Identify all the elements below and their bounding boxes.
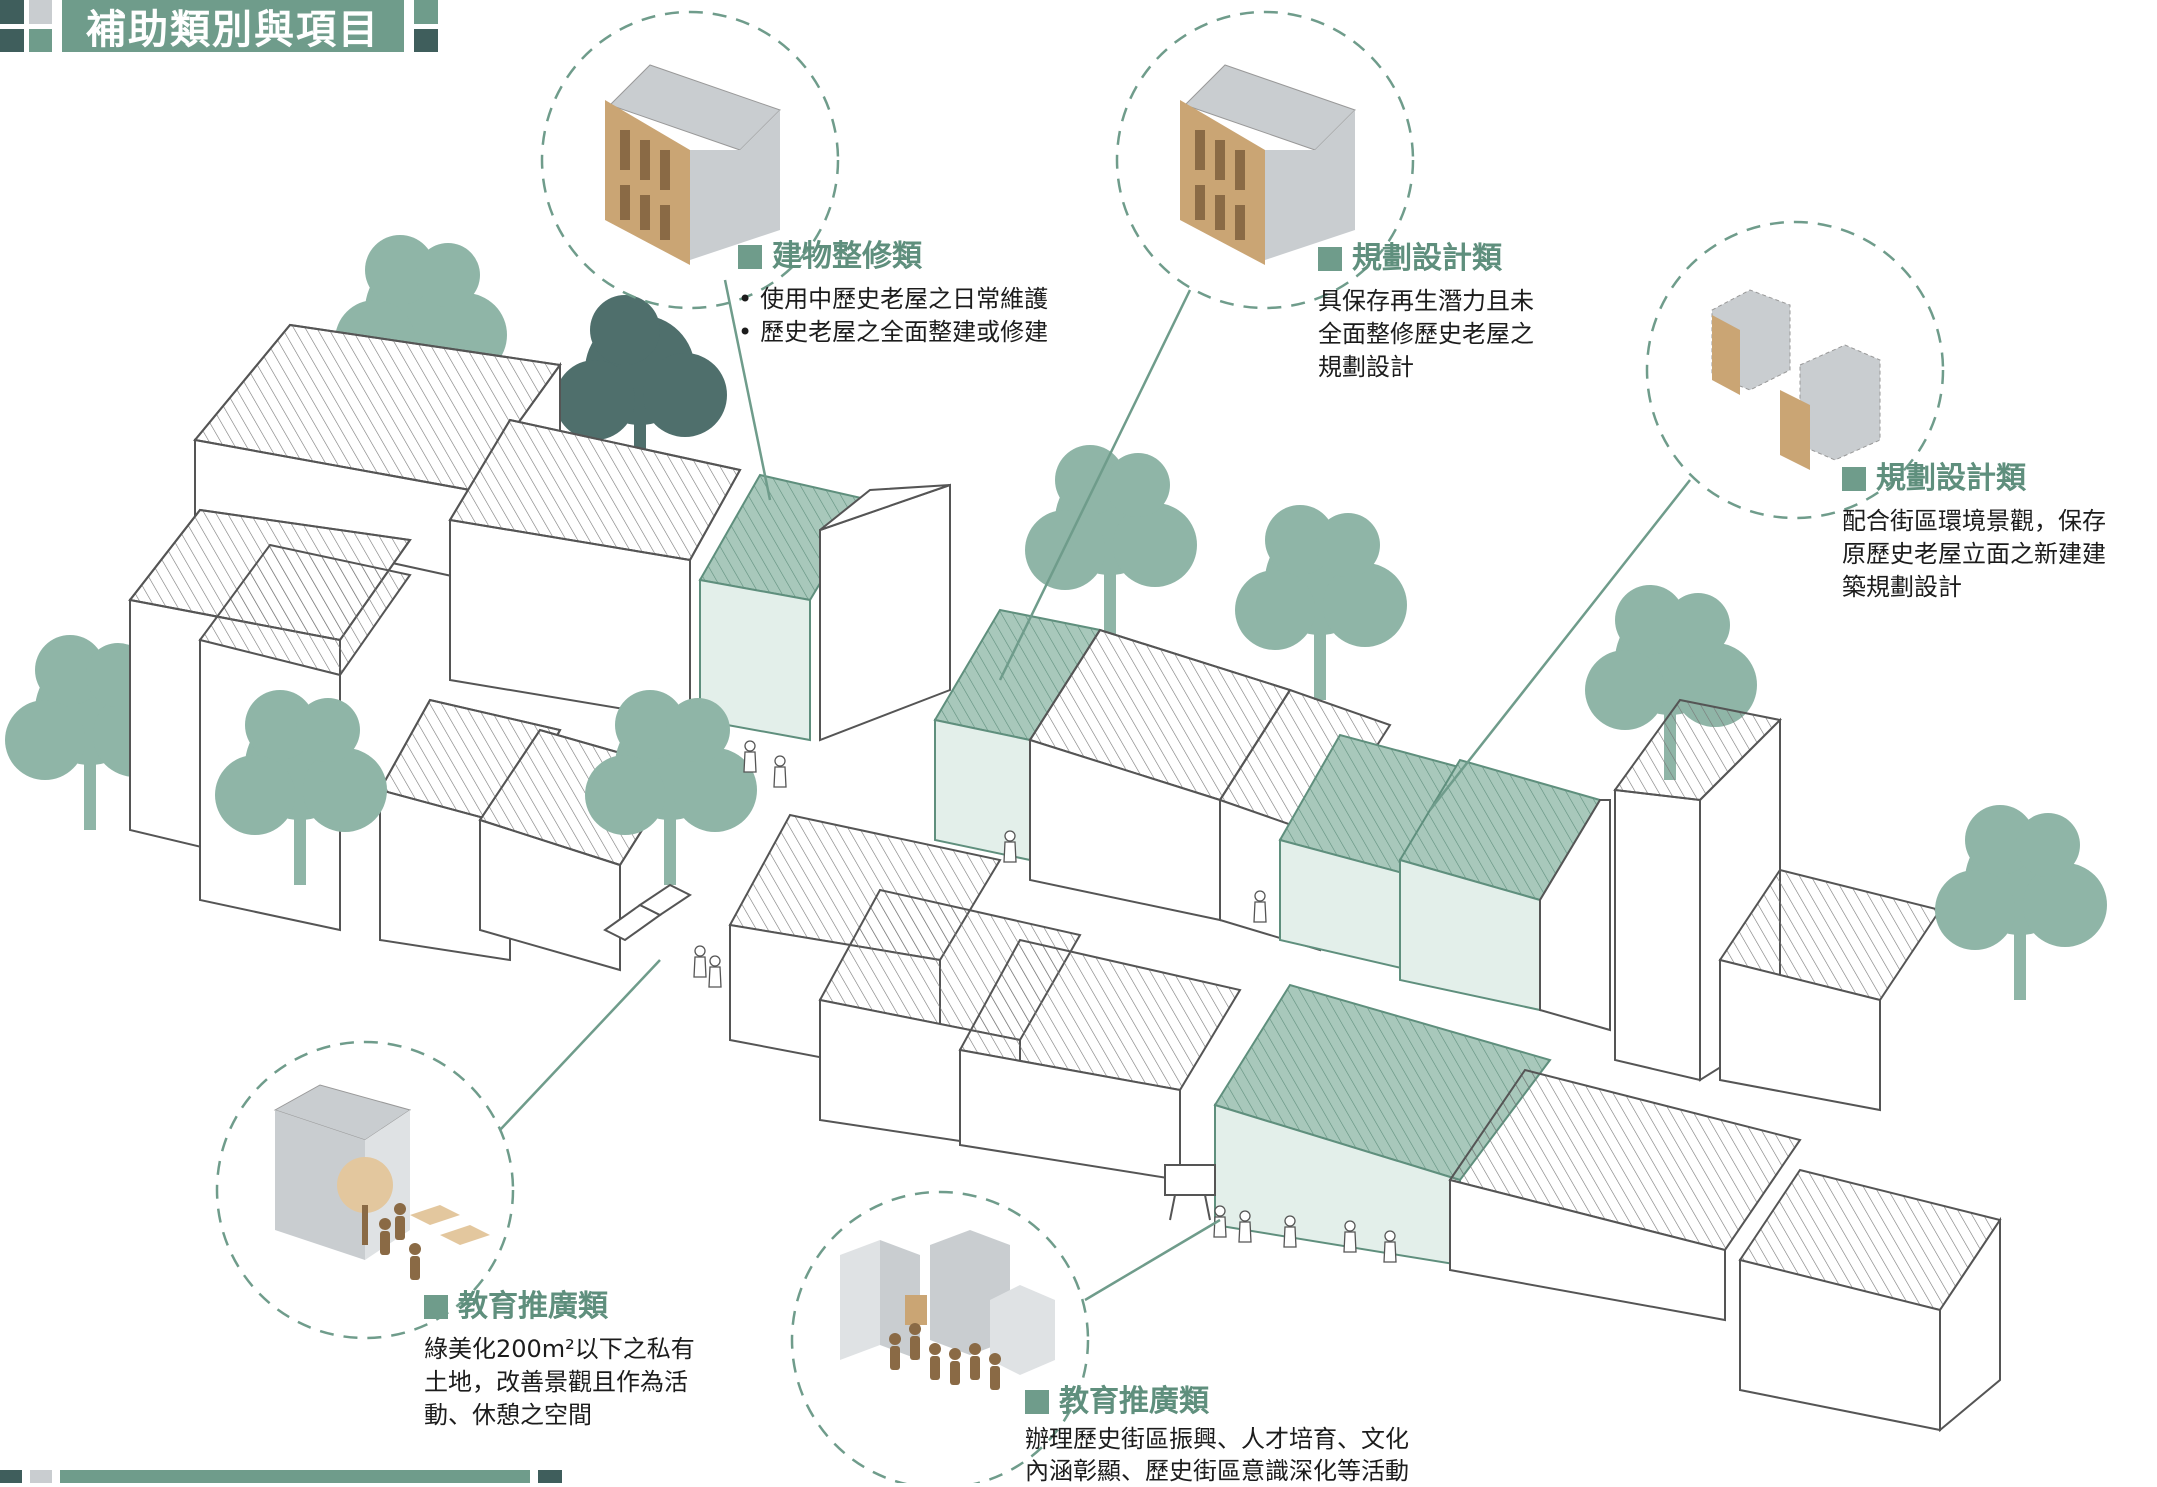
heading-marker	[424, 1294, 448, 1319]
person-icon	[394, 1203, 406, 1240]
heading-marker	[738, 244, 762, 269]
heading-marker	[1318, 246, 1342, 271]
person-icon	[773, 755, 787, 788]
header-decor-right	[414, 0, 438, 52]
callout-line: 全面整修歷史老屋之	[1318, 320, 1534, 349]
person-icon	[889, 1333, 901, 1370]
callout-building-repair: 建物整修類 •使用中歷史老屋之日常維護 •歷史老屋之全面整建或修建	[738, 240, 1048, 349]
header-decor-squares	[0, 0, 52, 52]
callout-planning-design-1: 規劃設計類 具保存再生潛力且未 全面整修歷史老屋之 規劃設計	[1318, 242, 1534, 384]
page-title: 補助類別與項目	[62, 0, 404, 53]
person-icon	[1003, 830, 1017, 863]
person-icon	[379, 1218, 391, 1255]
person-icon	[409, 1243, 421, 1280]
person-icon	[949, 1348, 961, 1385]
person-icon	[909, 1323, 921, 1360]
callout-bullet: 使用中歷史老屋之日常維護	[760, 285, 1049, 313]
person-icon	[693, 945, 707, 978]
heading-marker	[1842, 466, 1866, 491]
building-icon	[1711, 289, 1881, 470]
callout-education-2: 教育推廣類 辦理歷史街區振興、人才培育、文化 內涵彰顯、歷史街區意識深化等活動	[1025, 1385, 1409, 1487]
callout-heading: 規劃設計類	[1876, 461, 2026, 496]
person-icon	[743, 740, 757, 773]
tree-icon	[1235, 505, 1407, 700]
building-icon	[1180, 64, 1356, 265]
callout-line: 內涵彰顯、歷史街區意識深化等活動	[1025, 1456, 1409, 1485]
callout-heading: 建物整修類	[772, 239, 922, 274]
person-icon	[969, 1343, 981, 1380]
callout-line: 土地，改善景觀且作為活	[424, 1368, 688, 1397]
building-icon	[840, 1230, 1055, 1375]
signboard-icon	[1164, 1164, 1216, 1221]
callout-line: 辦理歷史街區振興、人才培育、文化	[1025, 1425, 1409, 1453]
person-icon	[989, 1353, 1001, 1390]
next-section-header-partial	[0, 1470, 562, 1483]
callout-line: 動、休憩之空間	[424, 1401, 592, 1430]
callout-heading: 教育推廣類	[458, 1289, 608, 1324]
callout-heading: 規劃設計類	[1352, 241, 1502, 276]
section-header: 補助類別與項目	[0, 0, 438, 53]
tree-icon	[1935, 805, 2107, 1000]
callout-line: 綠美化200m²以下之私有	[424, 1335, 695, 1363]
person-icon	[1253, 890, 1267, 923]
callout-line: 規劃設計	[1318, 353, 1414, 382]
callout-planning-design-2: 規劃設計類 配合街區環境景觀，保存 原歷史老屋立面之新建建 築規劃設計	[1842, 462, 2106, 604]
callout-line: 具保存再生潛力且未	[1318, 287, 1534, 315]
building-icon	[605, 64, 781, 265]
tree-icon	[1025, 445, 1197, 640]
person-icon	[1383, 1230, 1397, 1263]
callout-line: 築規劃設計	[1842, 573, 1962, 602]
person-icon	[708, 955, 722, 988]
person-icon	[1238, 1210, 1252, 1243]
bench-icon	[603, 883, 692, 942]
callout-heading: 教育推廣類	[1059, 1384, 1209, 1419]
callout-line: 原歷史老屋立面之新建建	[1842, 540, 2106, 569]
callout-education-1: 教育推廣類 綠美化200m²以下之私有 土地，改善景觀且作為活 動、休憩之空間	[424, 1290, 695, 1432]
callout-line: 配合街區環境景觀，保存	[1842, 507, 2106, 535]
person-icon	[929, 1343, 941, 1380]
heading-marker	[1025, 1389, 1049, 1414]
person-icon	[1343, 1220, 1357, 1253]
callout-bullet: 歷史老屋之全面整建或修建	[760, 318, 1049, 347]
person-icon	[1283, 1215, 1297, 1248]
